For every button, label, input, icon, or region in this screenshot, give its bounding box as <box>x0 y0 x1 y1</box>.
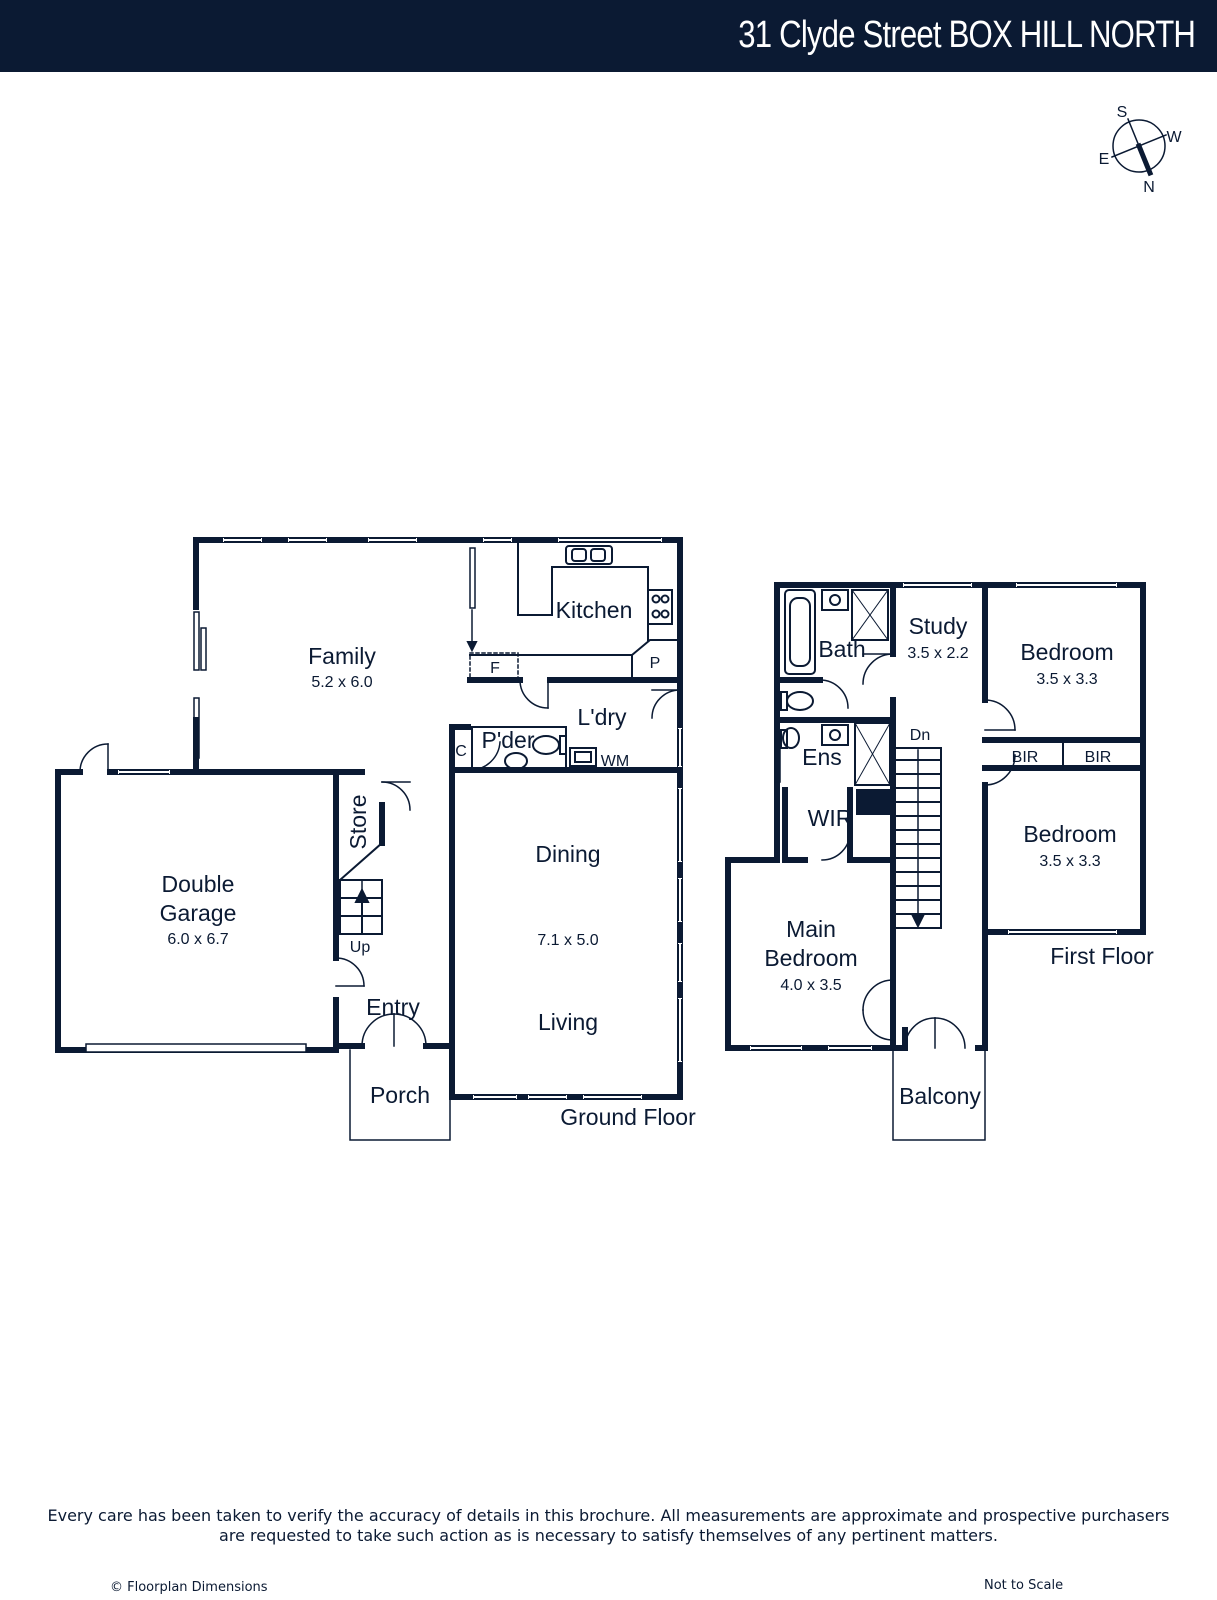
room-family-dimension: 5.2 x 6.0 <box>311 674 372 691</box>
room-family-label: Family <box>308 643 376 669</box>
fridge-label: F <box>490 660 500 677</box>
floorplan-credit: © Floorplan Dimensions <box>110 1580 268 1595</box>
room-store-label: Store <box>345 795 371 850</box>
property-address-title: 31 Clyde Street BOX HILL NORTH <box>738 14 1196 56</box>
room-study-label: Study <box>909 613 968 639</box>
stairs-up-label: Up <box>350 939 371 956</box>
room-main-bedroom-dimension: 4.0 x 3.5 <box>780 977 841 994</box>
ground-floor-windows <box>85 537 683 1100</box>
disclaimer-line-1: Every care has been taken to verify the … <box>47 1506 1170 1525</box>
first-floor-label: First Floor <box>1050 943 1154 969</box>
room-bath-label: Bath <box>818 636 865 662</box>
first-floor-fixtures <box>750 582 1117 1141</box>
room-main-bedroom-label-line2: Bedroom <box>764 945 857 971</box>
compass-east-label: E <box>1099 151 1110 168</box>
header-bar: 31 Clyde Street BOX HILL NORTH <box>0 0 1217 72</box>
room-garage-label-line2: Garage <box>160 900 237 926</box>
room-living-label: Living <box>538 1009 598 1035</box>
room-porch-label: Porch <box>370 1082 430 1108</box>
compass-south-label: S <box>1117 104 1128 121</box>
cupboard-label: C <box>455 743 467 760</box>
room-dining-label: Dining <box>535 841 600 867</box>
compass-icon <box>1111 118 1167 177</box>
room-bedroom-1-label: Bedroom <box>1020 639 1113 665</box>
room-powder-label: P'der <box>482 727 535 753</box>
bir-1-label: BIR <box>1012 749 1039 766</box>
disclaimer-text: Every care has been taken to verify the … <box>0 1506 1217 1546</box>
room-study-dimension: 3.5 x 2.2 <box>907 645 968 662</box>
room-kitchen-label: Kitchen <box>556 597 633 623</box>
room-balcony-label: Balcony <box>899 1083 981 1109</box>
room-ensuite-label: Ens <box>802 744 842 770</box>
disclaimer-line-2: are requested to take such action as is … <box>219 1526 998 1545</box>
room-wir-label: WIR <box>808 805 853 831</box>
scale-note: Not to Scale <box>984 1578 1064 1593</box>
room-bedroom-2-label: Bedroom <box>1023 821 1116 847</box>
room-dining-living-dimension: 7.1 x 5.0 <box>537 932 598 949</box>
compass-north-label: N <box>1143 179 1155 196</box>
room-bedroom-2-dimension: 3.5 x 3.3 <box>1039 853 1100 870</box>
washing-machine-label: WM <box>601 753 629 770</box>
room-laundry-label: L'dry <box>577 704 627 730</box>
pantry-label: P <box>650 655 661 672</box>
kitchen-fixtures <box>451 539 681 771</box>
room-entry-label: Entry <box>366 994 420 1020</box>
room-garage-label-line1: Double <box>162 871 235 897</box>
ground-floor-stairs-doors <box>79 743 451 1141</box>
room-bedroom-1-dimension: 3.5 x 3.3 <box>1036 671 1097 688</box>
bir-2-label: BIR <box>1085 749 1112 766</box>
ground-floor-label: Ground Floor <box>560 1104 696 1130</box>
compass-west-label: W <box>1166 129 1182 146</box>
room-main-bedroom-label-line1: Main <box>786 916 836 942</box>
room-garage-dimension: 6.0 x 6.7 <box>167 931 228 948</box>
stairs-down-label: Dn <box>910 727 930 744</box>
